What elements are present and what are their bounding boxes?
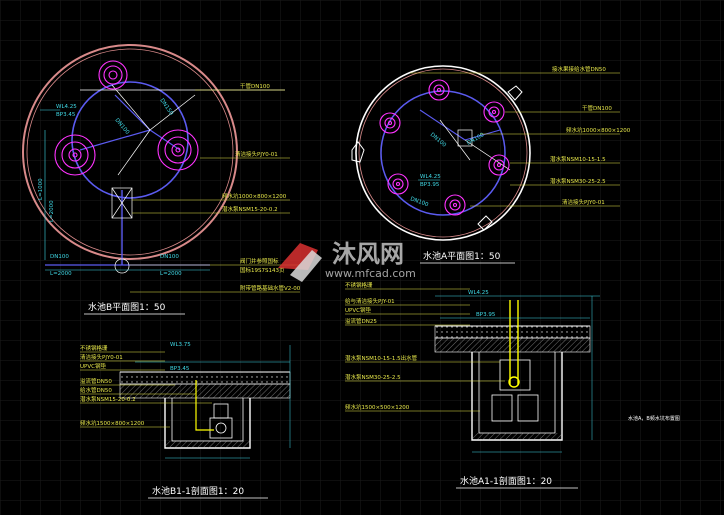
plan-b-ring-pipe: [71, 81, 189, 199]
plan-b-callout: 频水坑1000×800×1200: [222, 192, 287, 200]
plan-b-callout: 清洁接头PJY0-01: [235, 150, 278, 158]
plan-a-callout: 潜水泵NSM10-15-1.5: [550, 155, 606, 163]
plan-b-dim-label: DN100: [160, 254, 179, 260]
section-b: WL3.75 BP3.45 不锈钢格珊 清洁接头PJY0-01 UPVC钢垫 溢…: [80, 342, 291, 499]
section-b-callout: 潜水泵NSM15-20-0.2: [80, 395, 136, 403]
section-a-callout: UPVC钢垫: [345, 306, 371, 314]
section-b-callout: 清洁接头PJY0-01: [80, 353, 123, 361]
plan-b-diag-leader: [117, 129, 151, 176]
plan-b-sump-x: [111, 187, 133, 219]
section-a-pit-floor: [472, 433, 562, 440]
plan-b-dim-label: DN100: [50, 254, 69, 260]
plan-a-fountain: [444, 194, 466, 216]
section-b-pit-floor: [165, 441, 250, 448]
plan-a-fountain: [387, 173, 409, 195]
plan-b-fountain-2: [54, 134, 96, 176]
section-a-callout: 给与清洁接头PJY-01: [345, 297, 395, 305]
plan-a-rock: [477, 215, 493, 231]
plan-b-callout: 潜水泵NSM15-20-0.2: [222, 205, 278, 213]
plan-b-fountain-1: [98, 60, 128, 90]
plan-a-leader: [464, 139, 511, 171]
plan-a-callout: 清洁接头PJY0-01: [562, 198, 605, 206]
plan-b-dim-label: L=2000: [160, 271, 182, 277]
plan-a-leader: [439, 119, 471, 161]
plan-a-callout: 频水坑1000×800×1200: [566, 126, 631, 134]
plan-a-rock: [351, 141, 365, 163]
plan-b: DN100 L=2000 DN100 L=2000 L=1000 L=2000 …: [22, 44, 301, 315]
plan-a-ring-pipe: [380, 90, 506, 216]
section-a-callout: 潜水泵NSM30-25-2.5: [345, 373, 401, 381]
plan-a-branch-pipe: [464, 129, 501, 141]
section-b-level: WL3.75: [170, 342, 191, 348]
section-a-callout: 不锈钢格珊: [345, 281, 373, 289]
plan-b-dim-label: L=2000: [50, 271, 72, 277]
plan-b-side-dim: L=1000: [38, 178, 44, 200]
section-b-callout: 不锈钢格珊: [80, 344, 108, 352]
section-b-pump: [209, 403, 233, 439]
plan-a-branch-pipe: [419, 109, 466, 141]
section-a-level: WL4.25: [468, 290, 489, 296]
section-b-slab: [119, 371, 291, 385]
plan-a-fountain: [483, 101, 505, 123]
section-a-riser-pipes: [508, 300, 520, 388]
plan-a-callout: 干管DN100: [582, 104, 612, 112]
plan-a-sump-pit: [457, 129, 473, 147]
plan-b-title: 水池B平面图1：50: [88, 301, 166, 313]
plan-a-pool-rim: [355, 65, 531, 241]
watermark: 沐风网 www.mfcad.com: [278, 240, 416, 282]
plan-a-callout: 接水果接给水管DN50: [552, 65, 606, 73]
plan-b-pool-rim: [22, 44, 238, 260]
side-note: 水池A，B频水坑布置图: [628, 415, 680, 422]
section-a-slab: [434, 325, 591, 339]
plan-b-callout: 阀门井参照国标: [240, 257, 279, 265]
section-a-level: BP3.95: [476, 312, 496, 318]
plan-a-fountain: [428, 79, 450, 101]
watermark-logo-icon: [278, 243, 322, 282]
section-a: WL4.25 BP3.95 不锈钢格珊 给与清洁接头PJY-01 UPVC钢垫 …: [345, 281, 600, 489]
plan-b-branch-pipe: [114, 94, 151, 131]
plan-a-fountain: [379, 112, 401, 134]
plan-a-fountain: [488, 154, 510, 176]
section-a-title: 水池A1-1剖面图1：20: [460, 475, 552, 487]
plan-b-water-level: WL4.25: [56, 104, 77, 110]
plan-b-callout: 干管DN100: [240, 82, 270, 90]
plan-b-branch-pipe: [149, 129, 181, 151]
plan-b-fountain-3: [157, 129, 199, 171]
section-a-callout: 溢流管DN25: [345, 317, 377, 325]
plan-b-pool-rim-inner: [26, 48, 234, 256]
section-b-callout: 频水坑1500×800×1200: [80, 419, 145, 427]
plan-b-valve-well: [114, 258, 130, 274]
plan-b-branch-pipe: [79, 129, 151, 151]
plan-b-callout: 国标19S7S143页: [240, 266, 285, 274]
plan-b-side-dim: L=2000: [49, 200, 55, 222]
plan-b-sump-pit: [111, 187, 133, 219]
section-b-callout: 给水管DN50: [80, 386, 112, 394]
section-b-callout: 溢流管DN50: [80, 377, 112, 385]
plan-b-diag-leader: [149, 94, 196, 131]
watermark-brand: 沐风网: [332, 240, 404, 268]
section-a-callout: 潜水泵NSM10-15-1.5出水管: [345, 354, 418, 362]
section-a-callout: 频水坑1500×500×1200: [345, 403, 410, 411]
section-b-level: BP3.45: [170, 366, 190, 372]
plan-b-diag-leader: [111, 84, 151, 131]
section-b-riser-pipe: [195, 380, 214, 431]
section-a-base: [434, 337, 591, 353]
section-b-title: 水池B1-1剖面图1：20: [152, 485, 244, 497]
plan-a-callout: 潜水泵NSM30-25-2.5: [550, 177, 606, 185]
plan-a-water-level: WL4.25: [420, 174, 441, 180]
section-b-base: [119, 383, 291, 399]
section-b-callout: UPVC钢垫: [80, 362, 106, 370]
watermark-url: www.mfcad.com: [325, 267, 416, 280]
plan-a-rock: [507, 85, 523, 101]
plan-b-bottom-level: BP3.45: [56, 112, 76, 118]
plan-a-title: 水池A平面图1：50: [423, 250, 501, 262]
plan-a-bottom-level: BP3.95: [420, 182, 440, 188]
plan-a-pool-rim-inner: [358, 68, 528, 238]
section-a-pumps: [491, 359, 539, 422]
plan-b-callout: 附带管路基础水管V2-00: [240, 284, 301, 292]
